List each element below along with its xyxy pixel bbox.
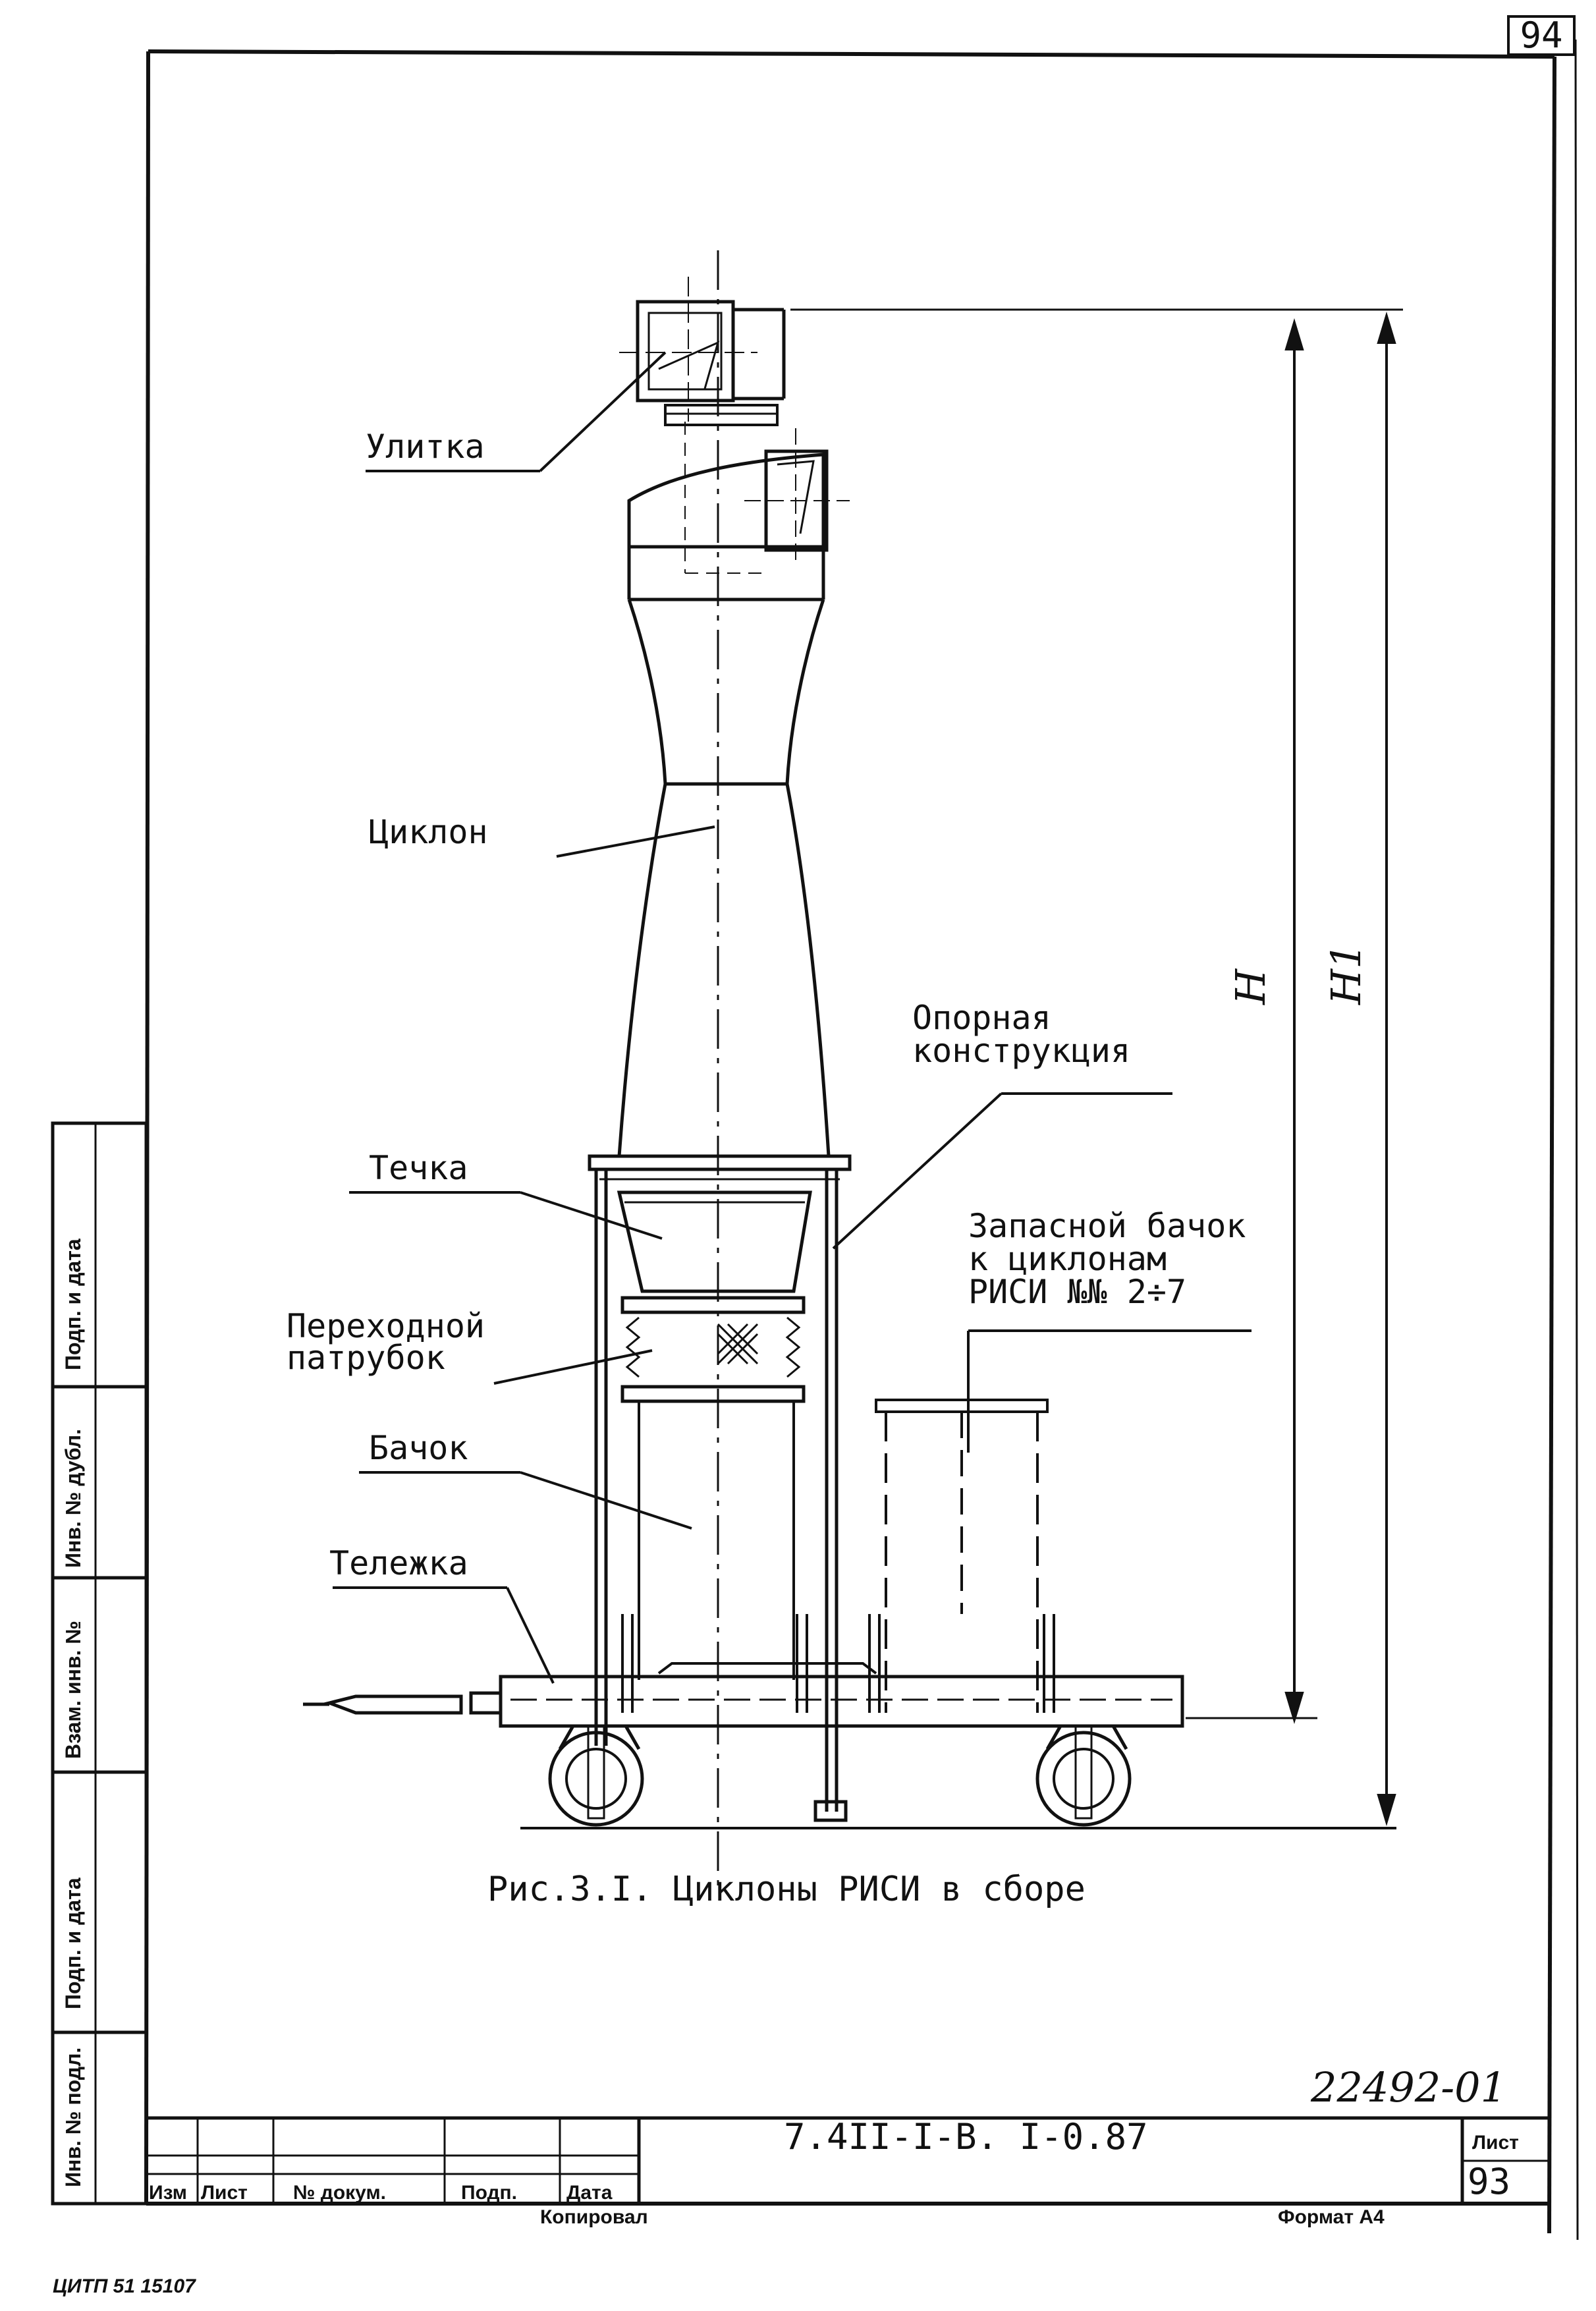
col-list: Лист	[201, 2182, 248, 2204]
sheet-label: Лист	[1472, 2132, 1519, 2154]
dimension-h1: H1	[1322, 943, 1370, 1005]
col-date: Дата	[566, 2182, 613, 2204]
label-adapter-1: Переходной	[287, 1307, 485, 1345]
spare-tank-drawing	[868, 1399, 1055, 1713]
label-volute: Улитка	[366, 428, 485, 466]
side-stamp	[51, 1121, 148, 2206]
document-code: 7.4II-I-В. I-0.87	[784, 2116, 1148, 2158]
sheet-number: 93	[1468, 2161, 1510, 2202]
leader-lines	[333, 351, 1252, 1684]
cyclone-drawing	[617, 422, 850, 1157]
label-support-2: конструкция	[912, 1032, 1130, 1070]
footer-code: ЦИТП 51 15107	[53, 2275, 196, 2297]
label-spare-3: РИСИ №№ 2÷7	[968, 1273, 1186, 1311]
col-sign: Подп.	[461, 2182, 517, 2204]
label-cart: Тележка	[329, 1544, 468, 1582]
format-label: Формат А4	[1278, 2206, 1385, 2228]
copied-by: Копировал	[540, 2206, 648, 2228]
label-spout: Течка	[369, 1149, 468, 1187]
stamp-sign-date-2: Подп. и дата	[61, 1239, 85, 1370]
stamp-sign-date-1: Подп. и дата	[61, 1878, 85, 2009]
page-number: 94	[1520, 14, 1562, 56]
stamp-replace-inv: Взам. инв. №	[61, 1621, 85, 1759]
label-cyclone: Циклон	[369, 813, 488, 851]
label-support-1: Опорная	[912, 999, 1051, 1037]
label-spare-1: Запасной бачок	[968, 1207, 1246, 1245]
support-structure-drawing	[588, 1154, 877, 1822]
sheet-frame	[144, 39, 1579, 2241]
stamp-inv-dup: Инв. № дубл.	[61, 1429, 85, 1568]
title-block	[146, 2116, 1549, 2204]
dimension-lines	[790, 308, 1403, 1826]
figure-caption: Рис.3.I. Циклоны РИСИ в сборе	[487, 1870, 1086, 1909]
col-doc: № докум.	[293, 2182, 386, 2204]
label-tank: Бачок	[369, 1429, 468, 1467]
col-izm: Изм	[149, 2182, 187, 2204]
stamp-inv-orig: Инв. № подл.	[61, 2047, 85, 2187]
label-spare-2: к циклонам	[968, 1240, 1167, 1278]
cart-drawing	[303, 1675, 1396, 1829]
inventory-number: 22492-01	[1310, 2063, 1506, 2111]
label-adapter-2: патрубок	[287, 1339, 445, 1377]
dimension-h: H	[1226, 968, 1275, 1005]
volute-drawing	[619, 277, 786, 426]
